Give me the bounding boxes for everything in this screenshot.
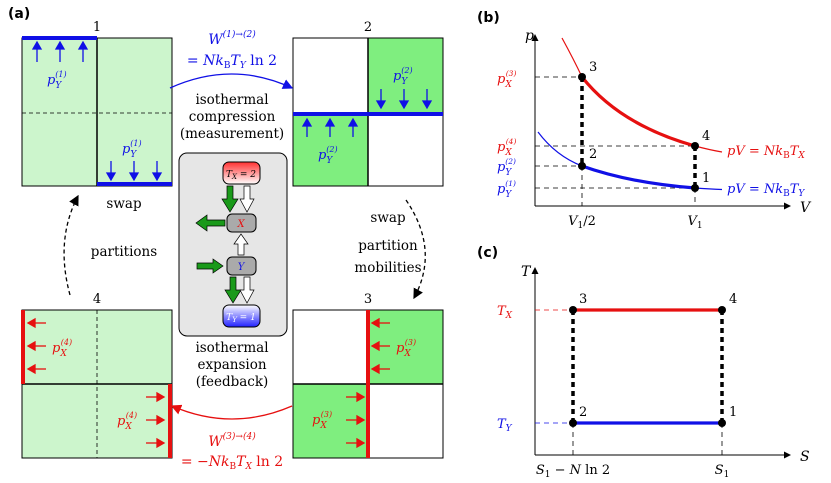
- cold-reservoir: [222, 304, 261, 328]
- right-process-line-1: swap: [370, 210, 405, 226]
- ts-label-4: 4: [729, 292, 737, 307]
- pv-label-1: 1: [702, 171, 710, 186]
- bottom-process-line-3: (feedback): [196, 374, 269, 390]
- top-work-value: = NkBTY ln 2: [187, 53, 277, 71]
- isotherm-hot-bold: [580, 76, 696, 148]
- ts-point-2: [569, 419, 577, 427]
- ts-point-1: [718, 419, 726, 427]
- top-work-symbol: W(1)→(2): [208, 29, 256, 48]
- left-transition-arrow: [63, 194, 79, 296]
- pv-xtick-full: V1: [687, 214, 702, 231]
- ts-point-3: [569, 306, 577, 314]
- isotherm-cold: [694, 187, 723, 191]
- bottom-process-line-2: expansion: [197, 357, 266, 373]
- system-y: [226, 256, 257, 276]
- right-process-line-2: partition: [358, 238, 418, 254]
- system-y-label: Y: [238, 262, 246, 273]
- pv-point-2: [578, 162, 586, 170]
- ts-chart: T S 3 4 2 1 TX TY S1 − N ln 2 S1: [497, 264, 810, 480]
- cold-reservoir-label: TY = 1: [226, 313, 256, 324]
- hot-reservoir: [222, 161, 261, 185]
- pv-ytick-pX4: pX(4): [497, 137, 516, 158]
- bottom-work-symbol: W(3)→(4): [208, 431, 256, 450]
- ts-label-1: 1: [729, 405, 737, 420]
- pv-chart: p V 3 4 2 1 pX(3) pX(4) p: [497, 28, 812, 231]
- hot-reservoir-label: TX = 2: [226, 170, 256, 181]
- bottom-transition-arrow: [170, 404, 293, 420]
- pv-cold-series-label: pV = NkBTY: [727, 182, 805, 199]
- pv-hot-series-label: pV = NkBTX: [727, 144, 805, 161]
- box1-number: 1: [93, 20, 101, 35]
- top-process-line-3: (measurement): [180, 126, 284, 142]
- ts-xtick-low: S1 − N ln 2: [536, 463, 610, 480]
- bottom-process-line-1: isothermal: [195, 340, 268, 356]
- pv-ylabel: p: [525, 28, 534, 44]
- ts-ytick-tx: TX: [497, 304, 513, 321]
- ts-xlabel: S: [800, 449, 810, 465]
- right-process-line-3: mobilities: [354, 260, 421, 276]
- box4-number: 4: [93, 292, 101, 307]
- top-process-line-2: compression: [189, 109, 276, 125]
- top-process-line-1: isothermal: [195, 92, 268, 108]
- ts-point-4: [718, 306, 726, 314]
- pv-point-1: [691, 184, 699, 192]
- pv-point-3: [578, 73, 586, 81]
- pv-label-4: 4: [702, 129, 710, 144]
- ts-label-3: 3: [579, 292, 587, 307]
- ts-label-2: 2: [579, 405, 587, 420]
- box-state-2: 2 pY(2) pY(2): [292, 20, 444, 187]
- panel-a-label: (a): [8, 6, 30, 22]
- ts-ylabel: T: [521, 264, 532, 280]
- ts-ytick-ty: TY: [497, 417, 513, 434]
- system-x: [226, 213, 257, 233]
- system-x-label: X: [236, 219, 245, 230]
- box-state-4: 4 pX(4) pX(4): [21, 292, 173, 459]
- pv-label-3: 3: [589, 60, 597, 75]
- isotherm-hot: [694, 145, 723, 153]
- pv-label-2: 2: [589, 147, 597, 162]
- pv-point-4: [691, 142, 699, 150]
- top-transition-arrow: [169, 73, 294, 89]
- pv-xtick-half: V1/2: [568, 214, 596, 231]
- bottom-work-value: = −NkBTX ln 2: [181, 454, 283, 472]
- box-state-3: 3 pX(3) pX(3): [292, 292, 444, 459]
- pv-ytick-pY1: pY(1): [497, 179, 516, 200]
- left-process-line-2: partitions: [91, 244, 157, 260]
- pv-ytick-pX3: pX(3): [497, 69, 516, 90]
- ts-xtick-high: S1: [715, 463, 730, 480]
- box2-number: 2: [364, 20, 372, 35]
- pv-xlabel: V: [800, 200, 812, 216]
- box-state-1: 1 pY(1) pY(1): [21, 20, 173, 187]
- right-transition-arrow: [405, 199, 426, 300]
- panel-c-label: (c): [477, 245, 498, 261]
- panel-b-label: (b): [477, 10, 500, 26]
- isotherm-cold-bold: [581, 164, 696, 190]
- engine-schematic: TX = 2 X Y TY = 1: [178, 152, 288, 337]
- left-process-line-1: swap: [106, 196, 141, 212]
- box3-number: 3: [364, 292, 372, 307]
- pv-ytick-pY2: pY(2): [497, 157, 516, 178]
